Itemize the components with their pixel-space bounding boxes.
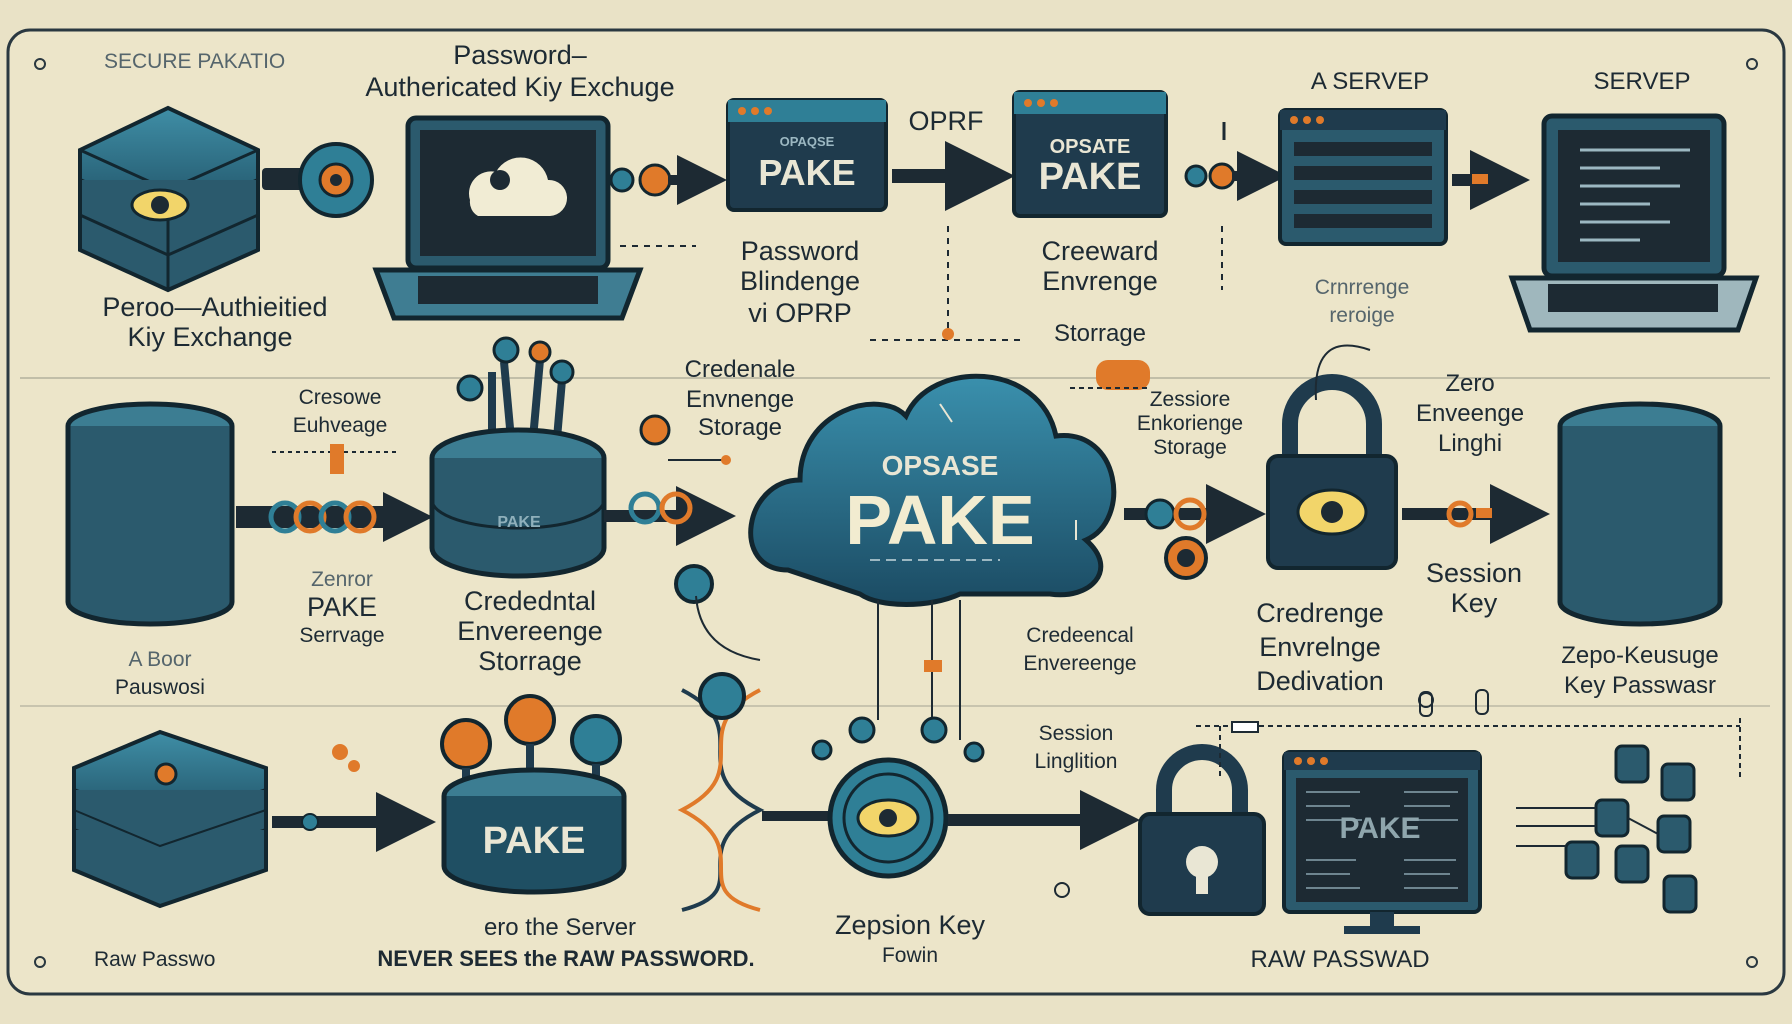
label-pw-blind-2: Blindenge: [739, 266, 861, 296]
connector-r1-a: [262, 142, 374, 218]
cloud-title: PAKE: [845, 481, 1035, 559]
opsate-window-text: OPSATE: [1049, 136, 1131, 158]
label-cred-storage-2: Envrenge: [1042, 266, 1158, 296]
cylinder-text: PAKE: [497, 514, 541, 531]
label-cred-deriv-3: Dedivation: [1256, 666, 1384, 696]
opsate-window-icon: [1012, 90, 1168, 218]
eye-coin-icon: [827, 757, 949, 879]
label-challenge-2: reroige: [1329, 304, 1395, 327]
label-zessiore-3: Storage: [1153, 436, 1227, 459]
connector-r1-c: [1184, 151, 1287, 201]
chain-arrow-r2-1: [236, 492, 433, 542]
database-stack-right-icon: [1557, 401, 1723, 627]
label-session-ling-1: Session: [1038, 722, 1114, 745]
label-session-key-2: Key: [1450, 588, 1498, 618]
label-never-sees-1: ero the Server: [483, 914, 637, 941]
label-cred-env-2: Envereenge: [457, 616, 603, 646]
label-pake-auth-1: Peroo—Authieitied: [102, 292, 328, 322]
central-cloud-icon: [748, 373, 1117, 607]
label-pw-blind-3: vi OPRP: [748, 298, 852, 328]
label-server-b: SERVEP: [1593, 68, 1691, 95]
pake-window-2-text: PAKE: [1038, 156, 1142, 198]
connector-r2-2: [604, 486, 736, 546]
label-raw-password-left: Raw Passwo: [94, 948, 216, 971]
cloud-subtitle: OPSASE: [881, 450, 999, 481]
dashed-links-r1: [620, 226, 1223, 341]
label-credenale-1: Credenale: [684, 356, 796, 383]
monitor-code-icon: [1282, 750, 1482, 934]
laptop-cloud-icon: [372, 115, 644, 321]
label-zepo-1: Zepo-Keusuge: [1561, 642, 1719, 669]
label-top-title-2: Authericated Kiy Exchuge: [365, 72, 675, 102]
label-cresowe-2: Euhveage: [292, 414, 388, 437]
label-session-key-1: Session: [1425, 558, 1523, 588]
server-cubes-icon: [1564, 744, 1698, 914]
opaque-window-icon: [726, 98, 888, 212]
label-zero-1: Zero: [1445, 370, 1495, 397]
label-raw-password-right: RAW PASSWAD: [1250, 946, 1430, 973]
pake-window-text: PAKE: [758, 152, 856, 193]
label-zepo-2: Key Passwasr: [1563, 672, 1717, 699]
label-challenge-1: Crnrrenge: [1314, 276, 1410, 299]
label-secure-pakatio: SECURE PAKATIO: [104, 50, 286, 73]
label-credenale-3: Storage: [697, 414, 783, 441]
connector-r2-4: [1402, 484, 1550, 544]
dna-helix-icon: [677, 672, 765, 912]
label-credeencal-1: Credeencal: [1026, 624, 1134, 647]
label-zessiore-1: Zessiore: [1149, 388, 1231, 411]
label-a-pw-2: Pauswosi: [115, 676, 205, 699]
label-credenale-2: Envnenge: [685, 386, 795, 413]
label-cred-env-3: Storrage: [478, 646, 582, 676]
label-zero-2: Enveenge: [1415, 400, 1525, 427]
connector-r1-d: [1452, 150, 1530, 210]
label-cred-env-1: Crededntal: [463, 586, 597, 616]
label-zenror-3: Serrvage: [299, 624, 385, 647]
padlock-keyhole-icon: [1138, 744, 1266, 916]
label-pake-auth-2: Kiy Exchange: [127, 322, 293, 352]
label-server-a: A SERVEP: [1310, 68, 1430, 95]
label-top-title-1: Password–: [453, 40, 587, 70]
opaque-small-text: OPAQSE: [779, 134, 835, 149]
label-cred-deriv-2: Envrelnge: [1259, 632, 1381, 662]
label-oprf: OPRF: [908, 106, 984, 136]
label-cred-storage-1: Creeward: [1041, 236, 1159, 266]
small-coins: [811, 716, 985, 763]
server-block-icon: [72, 729, 268, 909]
database-stack-icon: [65, 401, 235, 627]
label-a-pw-1: A Boor: [128, 648, 192, 671]
label-zepsion-1: Zepsion Key: [834, 910, 986, 940]
connector-r2-3: [1124, 484, 1266, 544]
drum-text: PAKE: [482, 820, 586, 862]
label-session-ling-2: Linglition: [1034, 750, 1118, 773]
monitor-text: PAKE: [1339, 812, 1421, 845]
pake-cylinder-icon: [429, 336, 607, 579]
label-credeencal-2: Envereenge: [1023, 652, 1137, 675]
label-never-sees-2: NEVER SEES the RAW PASSWORD.: [377, 946, 755, 971]
cube-links: [1516, 807, 1659, 847]
label-cred-deriv-1: Credrenge: [1256, 598, 1384, 628]
pake-drum-icon: [440, 694, 627, 895]
cube-server-icon: [78, 105, 260, 293]
laptop-server-icon: [1508, 113, 1760, 333]
padlock-eye-icon: [1266, 374, 1398, 570]
dashed-links-r3: [1196, 718, 1741, 780]
label-cresowe-1: Cresowe: [298, 386, 382, 409]
label-cred-storage-3: Storrage: [1053, 320, 1147, 347]
label-zepsion-2: Fowin: [881, 944, 939, 967]
server-window-icon: [1278, 108, 1448, 246]
label-zessiore-2: Enkorienge: [1136, 412, 1244, 435]
connector-r1-b: [609, 155, 727, 205]
label-zenror-1: Zenror: [311, 568, 373, 591]
label-zero-3: Linghi: [1437, 430, 1503, 457]
label-pw-blind-1: Password: [740, 236, 860, 266]
label-zenror-2: PAKE: [306, 592, 378, 622]
